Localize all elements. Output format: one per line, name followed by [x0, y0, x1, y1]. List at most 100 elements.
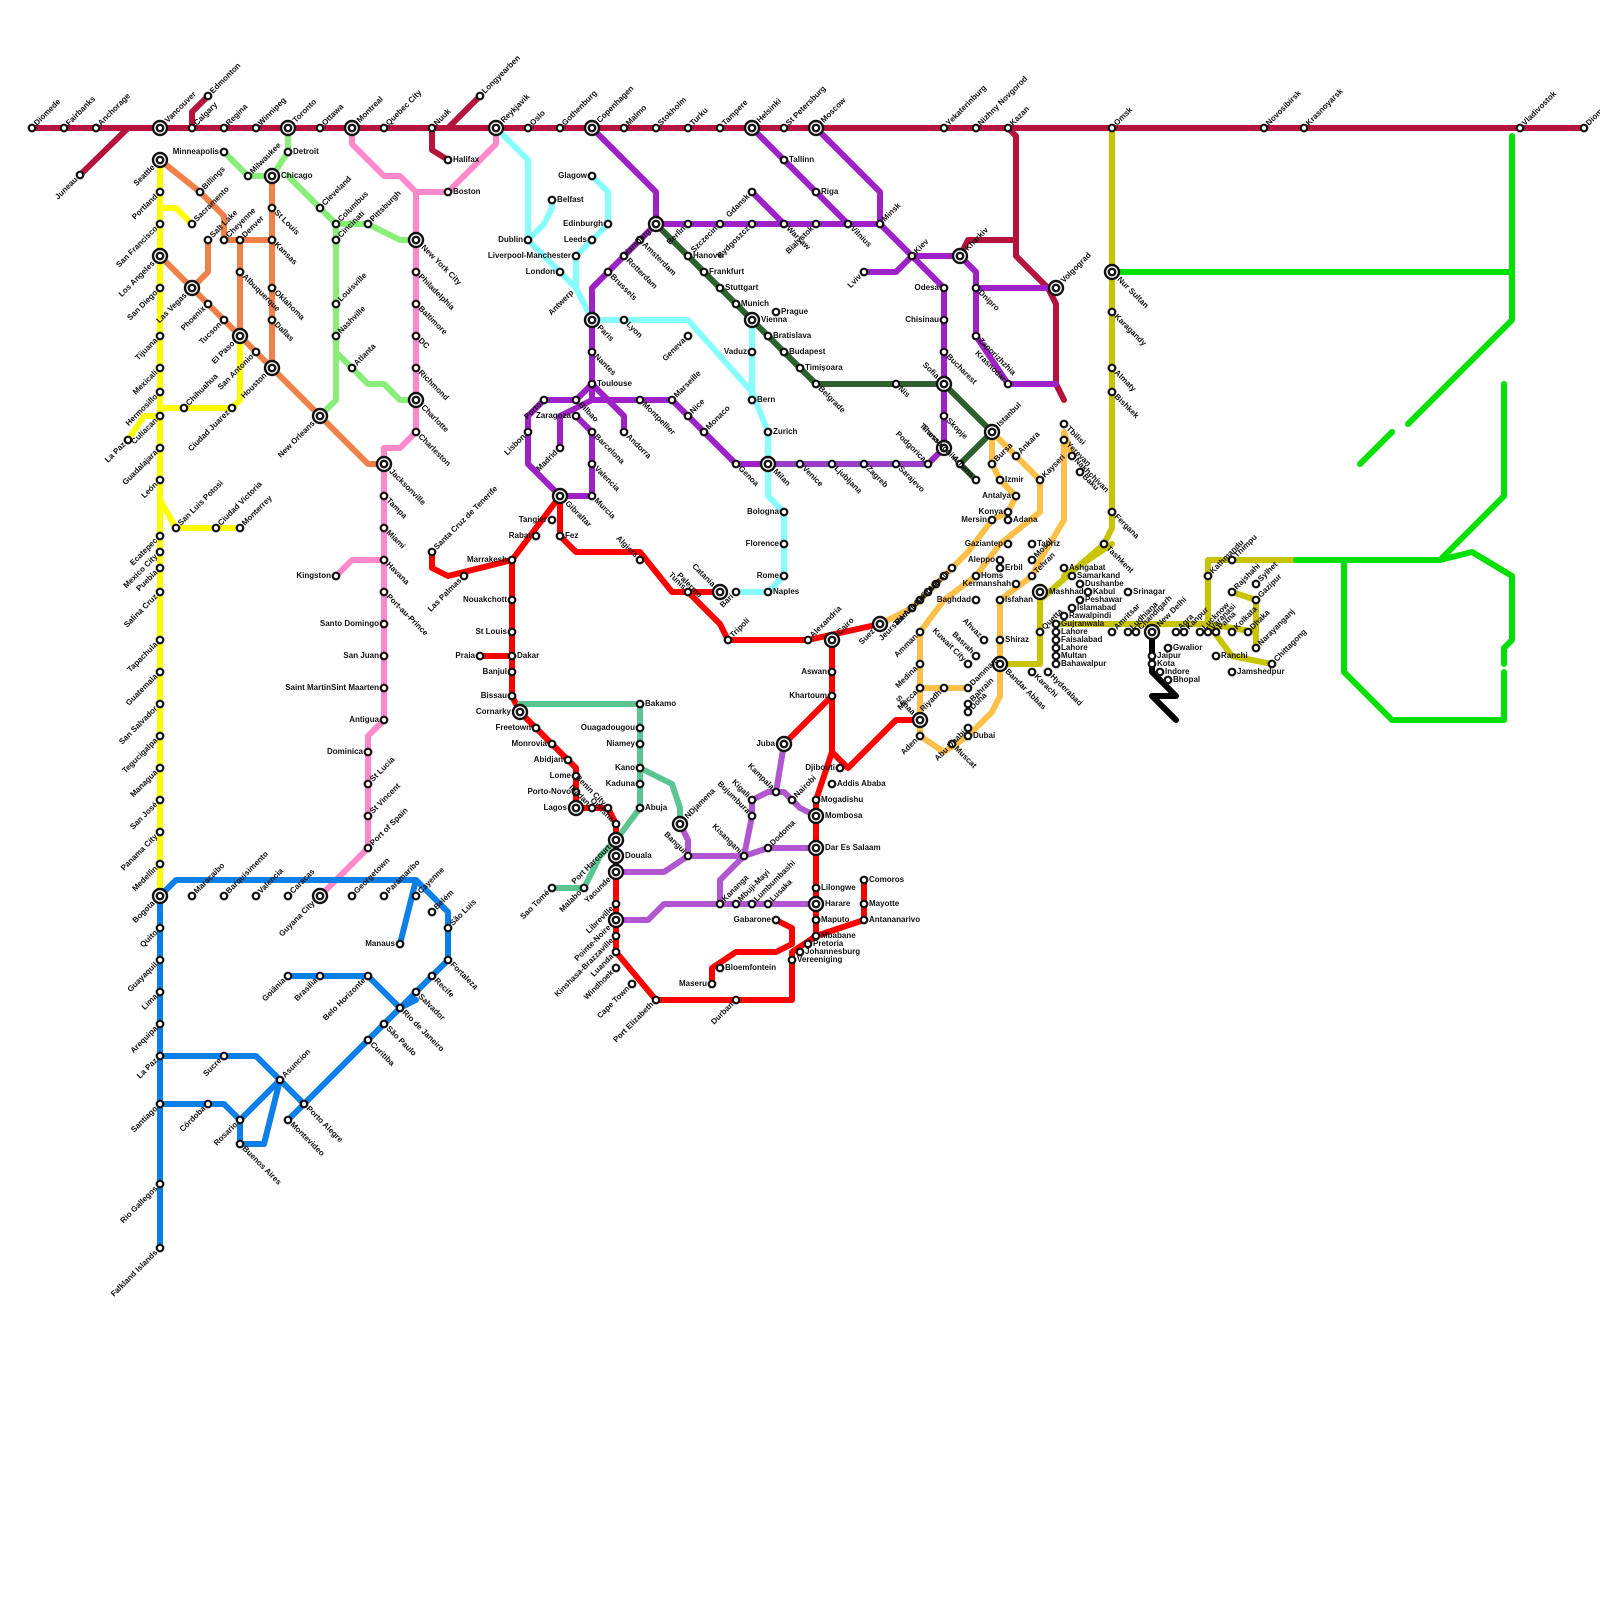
station-belem-marker — [427, 907, 437, 917]
station-calgary-marker — [187, 123, 197, 133]
station-homs-marker — [971, 571, 981, 581]
route-line-far_east — [1341, 557, 1507, 723]
station-montpellier-label: Montpellier — [641, 400, 678, 437]
station-gujranwala-label: Gujranwala — [1061, 619, 1105, 628]
station-addis-ababa-marker — [827, 779, 837, 789]
station-prague-marker — [771, 307, 781, 317]
station-baltimore-label: Baltimore — [417, 304, 450, 337]
station-st-vincent-marker — [363, 811, 373, 821]
station-manaus-marker — [395, 939, 405, 949]
station-lyon-label: Lyon — [625, 320, 645, 340]
station-tucson-marker — [219, 315, 229, 325]
station-tucson-label: Tucson — [197, 320, 223, 346]
station-hanover-label: Hanover — [693, 251, 725, 260]
station-san-luis-potosi-marker — [171, 523, 181, 533]
station-riga-label: Riga — [821, 187, 839, 196]
station-gabarone-label: Gabarone — [734, 915, 772, 924]
route-line-africa — [557, 493, 883, 643]
station-port-au-prince-label: Port-au-Prince — [385, 592, 431, 638]
station-sarajevo-label: Sarajevo — [897, 464, 927, 494]
station-miami-label: Miami — [385, 528, 407, 550]
station-miami-marker — [379, 523, 389, 533]
station-kota-marker — [1147, 659, 1157, 669]
station-volgograd-interchange — [1047, 279, 1065, 297]
route-line-atlantic — [349, 125, 419, 467]
station-helsinki-interchange — [743, 119, 761, 137]
station-barcelona-label: Barcelona — [593, 432, 627, 466]
station-johannesburg-marker — [795, 947, 805, 957]
station-budapest-label: Budapest — [789, 347, 826, 356]
station-manaus-label: Manaus — [365, 939, 395, 948]
station-kermanshah-marker — [1011, 579, 1021, 589]
station-barcelona-marker — [587, 427, 597, 437]
station-murcia-marker — [587, 491, 597, 501]
route-line-northern — [429, 125, 451, 163]
station-stokholm-label: Stokholm — [656, 95, 688, 127]
station-paris-interchange — [583, 311, 601, 329]
station-dar-es-salaam-interchange — [807, 839, 825, 857]
station-regina-marker — [219, 123, 229, 133]
station-arequipa-marker — [155, 1019, 165, 1029]
station-istanbul-label: Istanbul — [995, 400, 1023, 428]
station-szczecin-marker — [715, 219, 725, 229]
station-sofia-interchange — [935, 375, 953, 393]
station-porto-alegre-marker — [299, 1099, 309, 1109]
station-gaziantep-marker — [1003, 539, 1013, 549]
station-niamey-label: Niamey — [607, 739, 636, 748]
station-st-louis-sn-marker — [507, 627, 517, 637]
station-freetown-label: Freetown — [495, 723, 531, 732]
station-moscow-label: Moscow — [819, 95, 848, 124]
station-nairobi-marker — [787, 795, 797, 805]
station-bern-label: Bern — [757, 395, 775, 404]
station-brussels-label: Brussels — [609, 272, 640, 303]
station-kiev-marker — [907, 251, 917, 261]
station-guatemala-marker — [155, 667, 165, 677]
route-line-central_asia — [1061, 541, 1115, 579]
station-dnipro-label: Dnipro — [977, 288, 1002, 313]
station-zaragoza-label: Zaragoza — [536, 411, 572, 420]
station-lilongwe-marker — [811, 883, 821, 893]
station-edmonton-marker — [203, 91, 213, 101]
station-kansas-marker — [267, 235, 277, 245]
station-yaounde-interchange — [607, 863, 625, 881]
station-mosul-marker — [1027, 555, 1037, 565]
station-salvador-label: Salvador — [417, 992, 447, 1022]
station-ouagadougou-label: Ouagadougou — [581, 723, 635, 732]
station-rotterdam-marker — [619, 251, 629, 261]
station-ndjamena-label: NDjamena — [683, 786, 717, 820]
station-rio-gallegos-label: Rio Gallegos — [118, 1184, 159, 1225]
station-minsk-marker — [875, 219, 885, 229]
route-line-africa — [829, 637, 923, 771]
station-lahore2-marker — [1051, 643, 1061, 653]
station-dubai-label: Dubai — [973, 731, 995, 740]
station-ludhiana-marker — [1123, 627, 1133, 637]
station-isfahan-marker — [995, 595, 1005, 605]
station-stuttgart-label: Stuttgart — [725, 283, 759, 292]
station-izmir-label: Izmir — [1005, 475, 1024, 484]
station-kisangani-marker — [739, 851, 749, 861]
station-kampala-marker — [771, 787, 781, 797]
station-lagos-label: Lagos — [543, 803, 567, 812]
station-fairbanks-marker — [59, 123, 69, 133]
station-gazipur-marker — [1251, 595, 1261, 605]
station-kazan-marker — [1003, 123, 1013, 133]
station-antalya-marker — [1011, 491, 1021, 501]
station-kayseri-marker — [1035, 475, 1045, 485]
station-omsk-label: Omsk — [1112, 105, 1134, 127]
station-omsk-marker — [1107, 123, 1117, 133]
station-mayotte-marker — [859, 899, 869, 909]
station-tangier-marker — [547, 515, 557, 525]
station-rawalpindi-label: Rawalpindi — [1069, 611, 1111, 620]
station-san-jose-marker — [155, 795, 165, 805]
station-montreal-label: Montreal — [355, 95, 385, 125]
station-djibouti-marker — [835, 763, 845, 773]
station-multan-marker — [1051, 651, 1061, 661]
station-toronto-label: Toronto — [291, 97, 318, 124]
station-genoa-marker — [731, 459, 741, 469]
station-thessaloniki-marker — [955, 459, 965, 469]
station-albuquerque-marker — [235, 267, 245, 277]
route-line-far_east — [1293, 381, 1507, 563]
station-ashgabat-label: Ashgabat — [1069, 563, 1106, 572]
station-sao-tome-marker — [547, 883, 557, 893]
route-line-europe_west — [525, 237, 579, 291]
